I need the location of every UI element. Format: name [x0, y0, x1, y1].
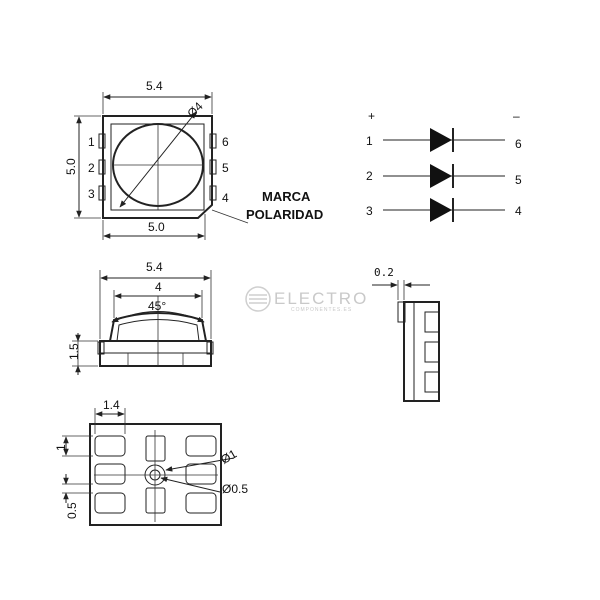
- side-view: 5.4 4 45° 1.5: [67, 260, 214, 375]
- dim-side-height-label: 1.5: [67, 343, 81, 360]
- end-terminal: [424, 371, 440, 393]
- dim-pad-width-label: 1.4: [103, 398, 120, 412]
- diode-anode-label: 3: [366, 204, 373, 218]
- watermark-brand: ELECTRO: [274, 289, 368, 308]
- pin-pad-5: [209, 159, 217, 175]
- dim-gap-label: 0.5: [65, 502, 79, 519]
- dim-end-offset-label: 0.2: [374, 266, 394, 279]
- leader-hole-small: [160, 476, 221, 493]
- end-view-lens-lip: [397, 301, 406, 323]
- end-view-body: [403, 301, 440, 402]
- end-terminal: [424, 311, 440, 333]
- pin-label-left-1: 1: [88, 135, 95, 149]
- top-view: Ø4 1 2 3 6 5 4 5.4 5.0 5.0 MARCA POLARID…: [64, 79, 323, 240]
- pin-label-right-5: 5: [222, 161, 229, 175]
- pin-label-left-3: 3: [88, 187, 95, 201]
- polarity-label-line2: POLARIDAD: [246, 207, 323, 222]
- dim-lens-width-label: 4: [155, 280, 162, 294]
- pin-pad-3: [98, 185, 106, 201]
- footprint-center-slot-top: [145, 435, 166, 462]
- footprint-pad-1: [94, 435, 126, 457]
- diode-row-1: 1 6: [366, 128, 522, 152]
- leader-hole-large: [165, 457, 235, 472]
- schematic-minus: –: [513, 109, 520, 123]
- watermark: ELECTRO COMPONENTES.ES: [245, 286, 368, 313]
- pin-label-right-4: 4: [222, 191, 229, 205]
- dim-side-width-label: 5.4: [146, 260, 163, 274]
- footprint: Ø1 Ø0.5 1.4 1 0.5: [54, 398, 248, 526]
- footprint-pad-4: [185, 492, 217, 514]
- footprint-outline: [89, 423, 222, 526]
- end-view: 0.2: [372, 266, 440, 402]
- polarity-label-line1: MARCA: [262, 189, 311, 204]
- diode-row-3: 3 4: [366, 198, 522, 222]
- diode-triangle: [430, 128, 452, 152]
- lens-diameter-label: Ø4: [185, 99, 206, 120]
- footprint-pad-2: [94, 463, 126, 485]
- end-terminal: [424, 341, 440, 363]
- dim-angle-label: 45°: [148, 299, 166, 313]
- footprint-center-slot-bottom: [145, 487, 166, 514]
- dim-hole-small-label: Ø0.5: [222, 482, 248, 496]
- schematic: + – 1 6 2 5 3 4: [366, 109, 522, 222]
- diode-row-2: 2 5: [366, 164, 522, 188]
- watermark-logo-icon: [245, 286, 271, 312]
- dim-height-label: 5.0: [64, 158, 78, 175]
- pin-label-right-6: 6: [222, 135, 229, 149]
- pin-pad-1: [98, 133, 106, 149]
- watermark-tagline: COMPONENTES.ES: [291, 307, 352, 313]
- polarity-leader: [211, 209, 249, 224]
- pin-pad-2: [98, 159, 106, 175]
- footprint-pad-3: [94, 492, 126, 514]
- pin-pad-4: [209, 185, 217, 201]
- pin-label-left-2: 2: [88, 161, 95, 175]
- diode-triangle: [430, 164, 452, 188]
- diode-anode-label: 1: [366, 134, 373, 148]
- dim-pad-height-label: 1: [54, 444, 68, 451]
- side-terminal: [206, 341, 214, 355]
- diode-cathode-label: 4: [515, 204, 522, 218]
- lens-diameter-line: [119, 111, 197, 208]
- side-terminal: [97, 341, 105, 355]
- dim-bottom-width-label: 5.0: [148, 220, 165, 234]
- diode-anode-label: 2: [366, 169, 373, 183]
- footprint-pad-6: [185, 435, 217, 457]
- top-view-body: [102, 115, 213, 219]
- pin-pad-6: [209, 133, 217, 149]
- diode-cathode-label: 5: [515, 173, 522, 187]
- diode-cathode-label: 6: [515, 137, 522, 151]
- dim-angle-arc: [111, 311, 205, 323]
- footprint-pad-5: [185, 463, 217, 485]
- dim-top-width-label: 5.4: [146, 79, 163, 93]
- schematic-plus: +: [368, 109, 375, 123]
- diode-triangle: [430, 198, 452, 222]
